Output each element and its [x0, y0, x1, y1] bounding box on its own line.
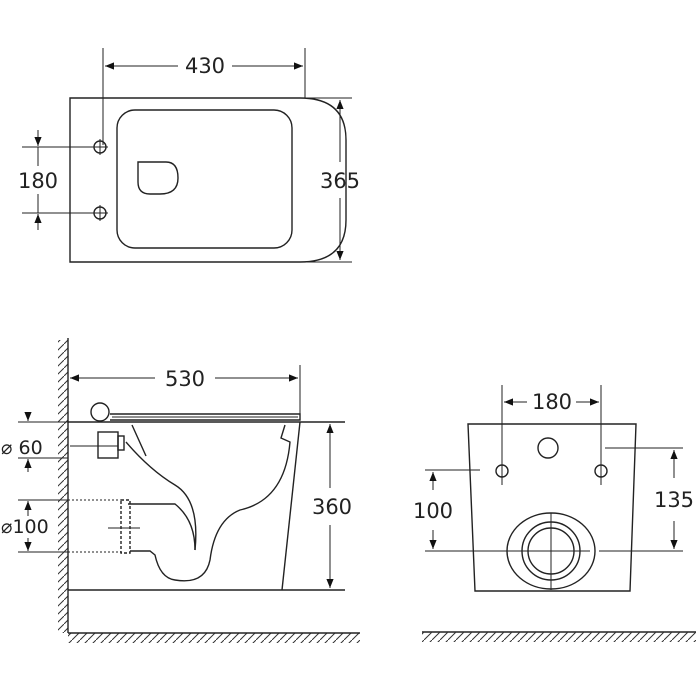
inlet-hole [537, 437, 559, 459]
top-view-outline [69, 97, 347, 263]
front-outlet-to-top-hole-dimension: 135 [654, 488, 694, 512]
top-depth-dimension: 365 [320, 169, 360, 193]
hinge [90, 402, 110, 422]
floor-hatching [68, 633, 360, 643]
seat-outline [137, 161, 179, 195]
front-outlet-to-hole-dimension: 100 [413, 499, 453, 523]
front-hole-spacing-dimension: 180 [532, 390, 572, 414]
top-view: 430 365 180 [18, 48, 360, 263]
wall-hatching [58, 340, 68, 633]
side-height-dimension: 360 [312, 495, 352, 519]
inlet-diameter-dimension: ⌀ 60 [1, 437, 43, 459]
side-length-dimension: 530 [165, 367, 205, 391]
top-hole-spacing-dimension: 180 [18, 169, 58, 193]
top-width-dimension: 430 [185, 54, 225, 78]
front-view: 180 100 135 [413, 385, 696, 642]
side-view: 530 360 ⌀ 60 ⌀100 [1, 338, 360, 643]
top-view-bowl-rim [116, 109, 293, 249]
bowl-profile [281, 421, 301, 591]
floor-hatching [422, 632, 696, 642]
front-view-outline [467, 423, 637, 592]
outlet-diameter-dimension: ⌀100 [1, 516, 49, 538]
